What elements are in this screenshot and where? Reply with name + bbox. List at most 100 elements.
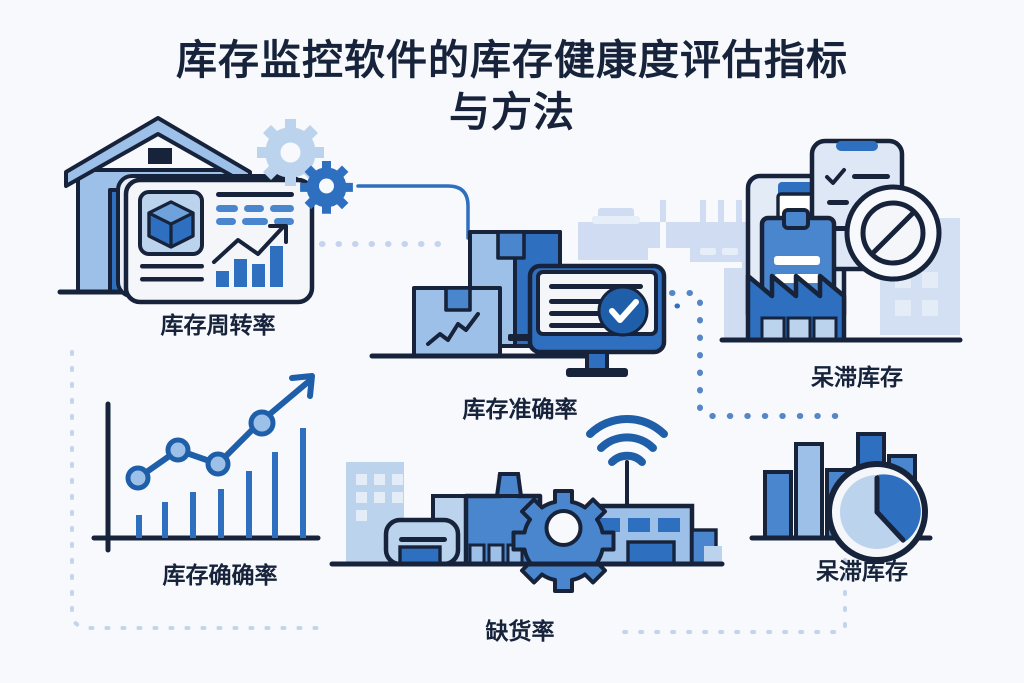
wifi-icon <box>586 414 668 466</box>
dashboard-tag-3 <box>270 205 294 212</box>
dashboard-tag-2 <box>244 205 264 212</box>
plant-window-1 <box>468 543 486 566</box>
mini-trend-line <box>212 224 286 264</box>
mini-bar-2 <box>234 259 247 287</box>
tower-window-3 <box>392 474 403 485</box>
chart-point-1 <box>125 465 151 491</box>
dashboard-tag-4 <box>216 218 236 225</box>
box-trend-zigzag <box>426 312 480 346</box>
gear-small-icon <box>300 161 353 214</box>
chart-bar-2 <box>162 502 168 538</box>
plant-chimney <box>494 472 524 498</box>
chart-bar-6 <box>272 452 278 538</box>
rightblock-window-3 <box>658 518 680 532</box>
tower-window-4 <box>356 492 367 503</box>
tower-window-2 <box>374 474 385 485</box>
dead-bar-2 <box>794 442 824 540</box>
label-dead-stock-top: 呆滞库存 <box>811 365 903 391</box>
chart-bar-4 <box>218 489 224 538</box>
dashboard-tag-1 <box>216 205 238 212</box>
plant-window-2 <box>487 543 505 566</box>
box-front-tape <box>444 286 472 312</box>
dashed-path-left <box>70 350 332 630</box>
ghost-window-2 <box>722 248 738 255</box>
connector-turnover-to-accuracy <box>356 184 470 240</box>
ghost-factory-center <box>578 200 760 262</box>
mini-bar-4 <box>270 246 283 287</box>
mini-bar-1 <box>216 271 229 287</box>
clipboard-line-1 <box>774 256 820 265</box>
mini-trend-arrowhead <box>268 224 288 244</box>
rightblock-gate <box>626 540 676 566</box>
label-inventory-turnover: 库存周转率 <box>160 313 276 339</box>
monitor-stand-neck <box>585 350 609 372</box>
monitor-line-2 <box>549 299 613 304</box>
icon-bar-chart-clock <box>749 432 933 563</box>
monitor-line-3 <box>549 311 613 316</box>
tower-window-1 <box>356 474 367 485</box>
cube-3d-icon <box>147 200 195 249</box>
monitor-stand-base <box>566 368 628 377</box>
ghost-window-r2 <box>922 272 938 288</box>
monitor-line-4 <box>549 323 613 328</box>
ghost-window-r3 <box>895 300 911 316</box>
tower-window-7 <box>356 510 367 521</box>
chart-point-2 <box>165 437 191 463</box>
label-stockout-rate: 缺货率 <box>485 619 555 645</box>
cube-top-face <box>147 200 195 226</box>
dashed-path-right <box>610 558 847 634</box>
dashboard-headline-bar <box>216 192 294 197</box>
icon-line-chart-growth <box>91 373 321 553</box>
tower-window-6 <box>392 492 403 503</box>
clipboard-clip <box>782 208 810 230</box>
ghost-window-1 <box>700 248 716 255</box>
checklist-box-2 <box>827 200 849 205</box>
warehouse-gate <box>398 545 442 566</box>
checklist-check-1 <box>825 168 846 185</box>
dotted-link-right <box>669 290 841 419</box>
annex-block <box>704 546 722 564</box>
label-inventory-accuracy-2: 库存确确率 <box>162 563 278 589</box>
chart-bar-3 <box>190 492 196 538</box>
label-dead-stock-bottom: 呆滞库存 <box>816 559 908 585</box>
warehouse-vent <box>148 148 172 164</box>
connector-paths <box>70 184 847 634</box>
box-base-strip <box>508 334 534 341</box>
dead-bar-1 <box>763 470 793 540</box>
clock-wedge <box>877 474 921 543</box>
check-circle-badge <box>597 285 649 337</box>
chart-point-3 <box>205 451 231 477</box>
factory-window-1 <box>760 316 786 342</box>
clock-hand-hour <box>874 509 906 543</box>
label-inventory-accuracy: 库存准确率 <box>462 397 578 423</box>
dashboard-line-2 <box>140 277 204 282</box>
prohibition-slash <box>870 210 916 256</box>
dashboard-line-1 <box>140 264 204 269</box>
icon-boxes-monitor-check <box>369 230 667 377</box>
box-back-tape <box>496 230 526 260</box>
phone-notch <box>836 141 878 151</box>
ghost-window-r4 <box>922 300 938 316</box>
factory-window-3 <box>812 316 838 342</box>
dashboard-tag-6 <box>274 218 294 225</box>
gear-skyline-icon <box>511 489 616 593</box>
checkmark-icon <box>609 299 639 323</box>
wifi-arc-1 <box>608 451 646 466</box>
chart-trend-arrowhead <box>289 373 315 399</box>
ghost-window-strip <box>592 216 640 224</box>
tower-window-5 <box>374 492 385 503</box>
icon-industrial-skyline-gear-wifi <box>329 414 725 593</box>
icon-clipboard-factory-prohibited <box>719 138 963 343</box>
rightblock-window-2 <box>628 518 650 532</box>
warehouse-door-line <box>399 537 447 542</box>
chart-point-4 <box>248 409 276 437</box>
chart-bar-5 <box>246 471 252 538</box>
wifi-arc-3 <box>586 414 668 438</box>
wifi-arc-2 <box>597 433 657 452</box>
chart-bar-7 <box>300 428 306 538</box>
factory-window-2 <box>786 316 812 342</box>
mini-bar-3 <box>252 264 265 287</box>
icon-warehouse-dashboard <box>57 116 353 305</box>
